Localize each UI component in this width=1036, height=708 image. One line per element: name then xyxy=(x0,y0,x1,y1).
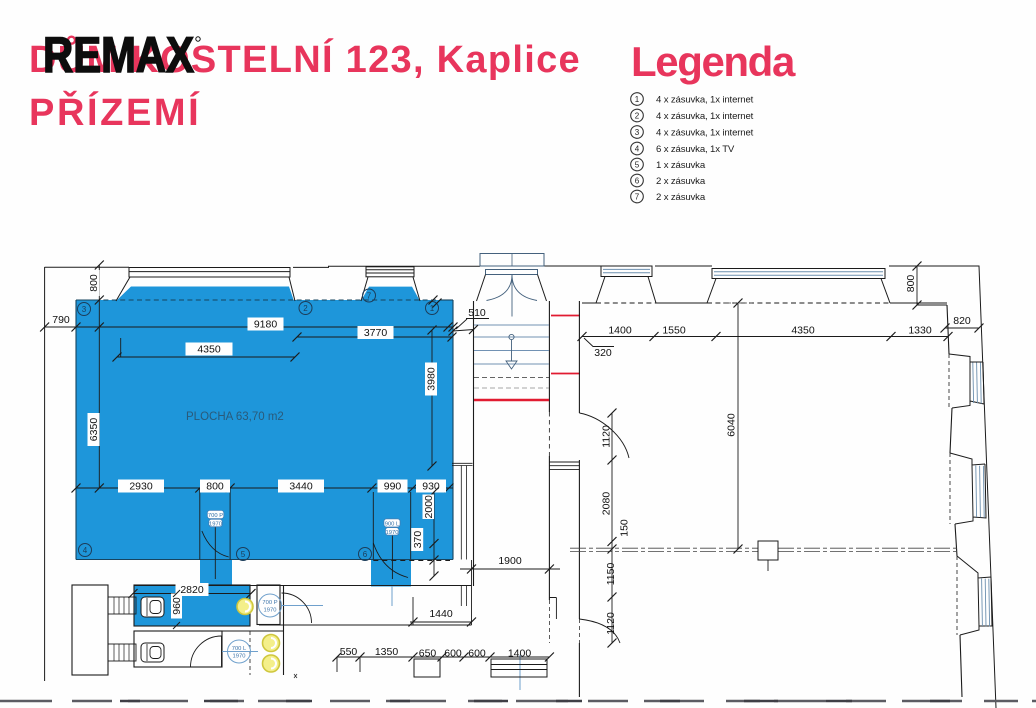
svg-text:600: 600 xyxy=(444,648,462,660)
svg-text:510: 510 xyxy=(468,307,486,319)
svg-text:1: 1 xyxy=(635,95,640,104)
svg-text:960: 960 xyxy=(171,597,183,615)
svg-text:DŮM KOSTELNÍ 123, Kaplice: DŮM KOSTELNÍ 123, Kaplice xyxy=(29,34,581,81)
svg-text:4 x zásuvka, 1x internet: 4 x zásuvka, 1x internet xyxy=(656,111,754,122)
svg-text:700 P: 700 P xyxy=(208,513,223,519)
svg-text:1400: 1400 xyxy=(608,325,632,337)
svg-text:2820: 2820 xyxy=(180,584,204,596)
svg-text:4350: 4350 xyxy=(791,325,815,337)
svg-text:2 x zásuvka: 2 x zásuvka xyxy=(656,176,706,187)
svg-text:REMAX: REMAX xyxy=(43,27,194,83)
svg-text:320: 320 xyxy=(594,347,612,359)
svg-text:1900: 1900 xyxy=(498,555,522,567)
svg-text:4350: 4350 xyxy=(197,344,221,356)
svg-text:790: 790 xyxy=(52,314,70,326)
svg-text:370: 370 xyxy=(412,531,424,549)
svg-text:4: 4 xyxy=(83,546,88,555)
svg-text:930: 930 xyxy=(422,481,440,493)
svg-text:5: 5 xyxy=(635,161,640,170)
svg-text:4: 4 xyxy=(635,145,640,154)
svg-text:800: 800 xyxy=(206,481,224,493)
svg-text:5: 5 xyxy=(241,550,246,559)
svg-text:6040: 6040 xyxy=(726,413,738,437)
svg-text:2 x zásuvka: 2 x zásuvka xyxy=(656,192,706,203)
svg-text:PLOCHA 63,70 m2: PLOCHA 63,70 m2 xyxy=(186,411,284,423)
svg-text:PŘÍZEMÍ: PŘÍZEMÍ xyxy=(29,90,201,134)
svg-text:6: 6 xyxy=(363,550,368,559)
svg-text:1440: 1440 xyxy=(429,608,453,620)
svg-text:1120: 1120 xyxy=(605,612,617,635)
svg-text:2000: 2000 xyxy=(423,495,435,519)
svg-text:4 x zásuvka, 1x internet: 4 x zásuvka, 1x internet xyxy=(656,95,754,106)
svg-text:1 x zásuvka: 1 x zásuvka xyxy=(656,160,706,171)
svg-text:2: 2 xyxy=(635,112,640,121)
svg-text:600: 600 xyxy=(468,648,486,660)
svg-text:1970: 1970 xyxy=(264,608,277,614)
svg-text:2080: 2080 xyxy=(601,492,613,516)
svg-text:6: 6 xyxy=(635,177,640,186)
svg-text:3: 3 xyxy=(635,128,640,137)
svg-text:3440: 3440 xyxy=(289,481,313,493)
svg-text:800: 800 xyxy=(905,275,917,293)
svg-text:150: 150 xyxy=(619,519,631,537)
svg-text:1: 1 xyxy=(430,304,435,313)
svg-text:1150: 1150 xyxy=(605,563,617,586)
svg-text:1970: 1970 xyxy=(233,654,246,660)
svg-text:900 L: 900 L xyxy=(385,522,400,528)
svg-text:1550: 1550 xyxy=(662,325,686,337)
svg-text:820: 820 xyxy=(953,315,971,327)
svg-text:7: 7 xyxy=(635,193,640,202)
svg-text:700 L: 700 L xyxy=(232,646,247,652)
svg-text:1350: 1350 xyxy=(375,646,399,658)
svg-text:3: 3 xyxy=(82,305,87,314)
svg-text:800: 800 xyxy=(88,274,100,292)
svg-text:1400: 1400 xyxy=(508,648,532,660)
svg-text:1120: 1120 xyxy=(601,425,613,448)
svg-text:4 x zásuvka, 1x internet: 4 x zásuvka, 1x internet xyxy=(656,128,754,139)
svg-text:1970: 1970 xyxy=(209,522,222,528)
svg-text:6350: 6350 xyxy=(88,418,100,442)
svg-text:6 x zásuvka, 1x TV: 6 x zásuvka, 1x TV xyxy=(656,144,735,155)
svg-text:650: 650 xyxy=(419,648,437,660)
svg-text:990: 990 xyxy=(384,481,402,493)
svg-text:3770: 3770 xyxy=(364,327,388,339)
svg-text:3980: 3980 xyxy=(426,367,438,391)
svg-text:9180: 9180 xyxy=(254,319,278,331)
svg-text:550: 550 xyxy=(340,646,358,658)
svg-text:Legenda: Legenda xyxy=(631,38,796,85)
svg-text:700 P: 700 P xyxy=(262,600,277,606)
svg-text:2930: 2930 xyxy=(129,481,153,493)
svg-text:1330: 1330 xyxy=(908,325,932,337)
svg-text:1970: 1970 xyxy=(386,530,399,536)
svg-text:7: 7 xyxy=(367,292,372,301)
svg-text:2: 2 xyxy=(303,304,308,313)
